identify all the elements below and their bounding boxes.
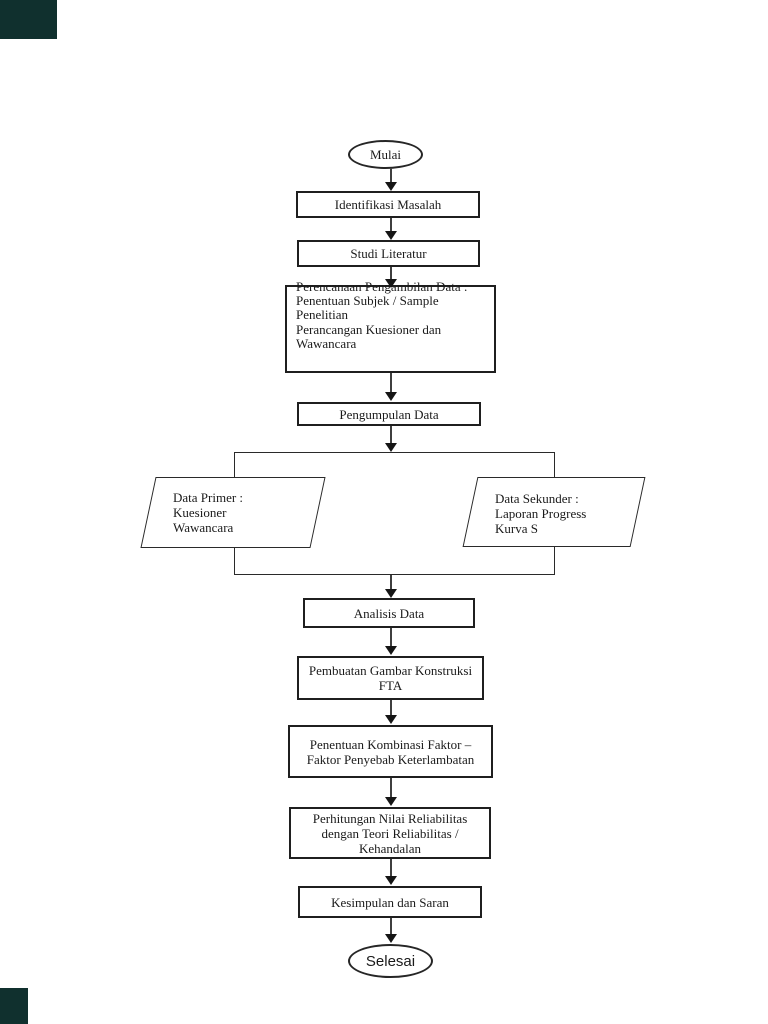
arrow-shaft — [390, 267, 392, 279]
arrowhead-icon — [385, 443, 397, 452]
arrow-down-icon — [385, 778, 397, 806]
process-line: Perhitungan Nilai Reliabilitas — [312, 810, 468, 826]
arrow-shaft — [390, 373, 392, 392]
terminator-mulai: Mulai — [348, 140, 423, 169]
process-kesimpulan-saran: Kesimpulan dan Saran — [298, 886, 482, 918]
process-line: Pembuatan Gambar Konstruksi — [308, 663, 473, 678]
arrow-shaft — [390, 426, 392, 443]
arrow-down-icon — [385, 628, 397, 655]
process-identifikasi-masalah: Identifikasi Masalah — [296, 191, 480, 218]
process-label: Studi Literatur — [350, 246, 427, 261]
io-line: Wawancara — [173, 520, 234, 535]
arrowhead-icon — [385, 231, 397, 240]
process-line: Wawancara — [296, 336, 357, 351]
process-penentuan-kombinasi: Penentuan Kombinasi Faktor – Faktor Peny… — [288, 725, 493, 778]
arrow-down-icon — [385, 168, 397, 191]
process-line: dengan Teori Reliabilitas / — [321, 825, 459, 841]
arrowhead-icon — [385, 797, 397, 806]
arrowhead-icon — [385, 715, 397, 724]
arrow-down-icon — [385, 918, 397, 943]
arrowhead-icon — [385, 279, 397, 288]
arrow-shaft — [390, 575, 392, 589]
io-data-primer-text: Data Primer : Kuesioner Wawancara — [149, 478, 317, 547]
terminator-selesai-label: Selesai — [365, 952, 416, 970]
process-line: Penentuan Kombinasi Faktor – — [309, 736, 472, 752]
arrow-down-icon — [385, 218, 397, 240]
arrow-shaft — [390, 168, 392, 182]
process-label: Analisis Data — [353, 605, 425, 621]
arrow-down-icon — [385, 373, 397, 401]
process-perhitungan-reliabilitas: Perhitungan Nilai Reliabilitas dengan Te… — [289, 807, 491, 859]
arrowhead-icon — [385, 589, 397, 598]
process-line: Faktor Penyebab Keterlambatan — [306, 751, 475, 767]
arrow-down-icon — [385, 859, 397, 885]
io-line: Kurva S — [495, 521, 538, 536]
process-line: Perancangan Kuesioner dan — [296, 322, 442, 337]
io-line: Data Sekunder : — [495, 491, 579, 506]
arrow-shaft — [390, 218, 392, 231]
arrow-shaft — [390, 700, 392, 715]
arrowhead-icon — [385, 182, 397, 191]
terminator-mulai-label: Mulai — [369, 147, 402, 162]
io-line: Laporan Progress — [495, 506, 587, 521]
arrowhead-icon — [385, 646, 397, 655]
arrow-shaft — [390, 778, 392, 797]
arrow-down-icon — [385, 426, 397, 452]
process-pengumpulan-data: Pengumpulan Data — [297, 402, 481, 426]
process-studi-literatur: Studi Literatur — [297, 240, 480, 267]
page-corner-artifact-bottom-left — [0, 988, 28, 1024]
terminator-selesai: Selesai — [348, 944, 433, 978]
io-data-sekunder-text: Data Sekunder : Laporan Progress Kurva S — [471, 478, 637, 546]
process-label: Identifikasi Masalah — [334, 197, 442, 212]
page-corner-artifact-top-left — [0, 0, 57, 39]
arrow-shaft — [390, 628, 392, 646]
process-pembuatan-gambar-fta: Pembuatan Gambar Konstruksi FTA — [297, 656, 484, 700]
process-label: Kesimpulan dan Saran — [331, 894, 449, 910]
io-data-sekunder: Data Sekunder : Laporan Progress Kurva S — [462, 477, 646, 547]
io-line: Data Primer : — [173, 490, 244, 505]
arrow-shaft — [390, 859, 392, 876]
io-line: Kuesioner — [173, 505, 227, 520]
process-line: Penelitian — [296, 307, 348, 322]
process-perencanaan-pengambilan-data: Perencanaan Pengambilan Data : Penentuan… — [285, 280, 496, 373]
process-line: FTA — [378, 678, 403, 693]
process-line: Kehandalan — [358, 840, 422, 856]
process-label: Pengumpulan Data — [339, 406, 439, 422]
arrow-down-icon — [385, 700, 397, 724]
arrow-down-icon — [385, 267, 397, 288]
arrowhead-icon — [385, 392, 397, 401]
process-analisis-data: Analisis Data — [303, 598, 475, 628]
arrowhead-icon — [385, 934, 397, 943]
arrowhead-icon — [385, 876, 397, 885]
process-line: Penentuan Subjek / Sample — [296, 293, 439, 308]
process-line: Perencanaan Pengambilan Data : — [296, 279, 468, 294]
arrow-down-icon — [385, 575, 397, 598]
arrow-shaft — [390, 918, 392, 934]
io-data-primer: Data Primer : Kuesioner Wawancara — [140, 477, 326, 548]
